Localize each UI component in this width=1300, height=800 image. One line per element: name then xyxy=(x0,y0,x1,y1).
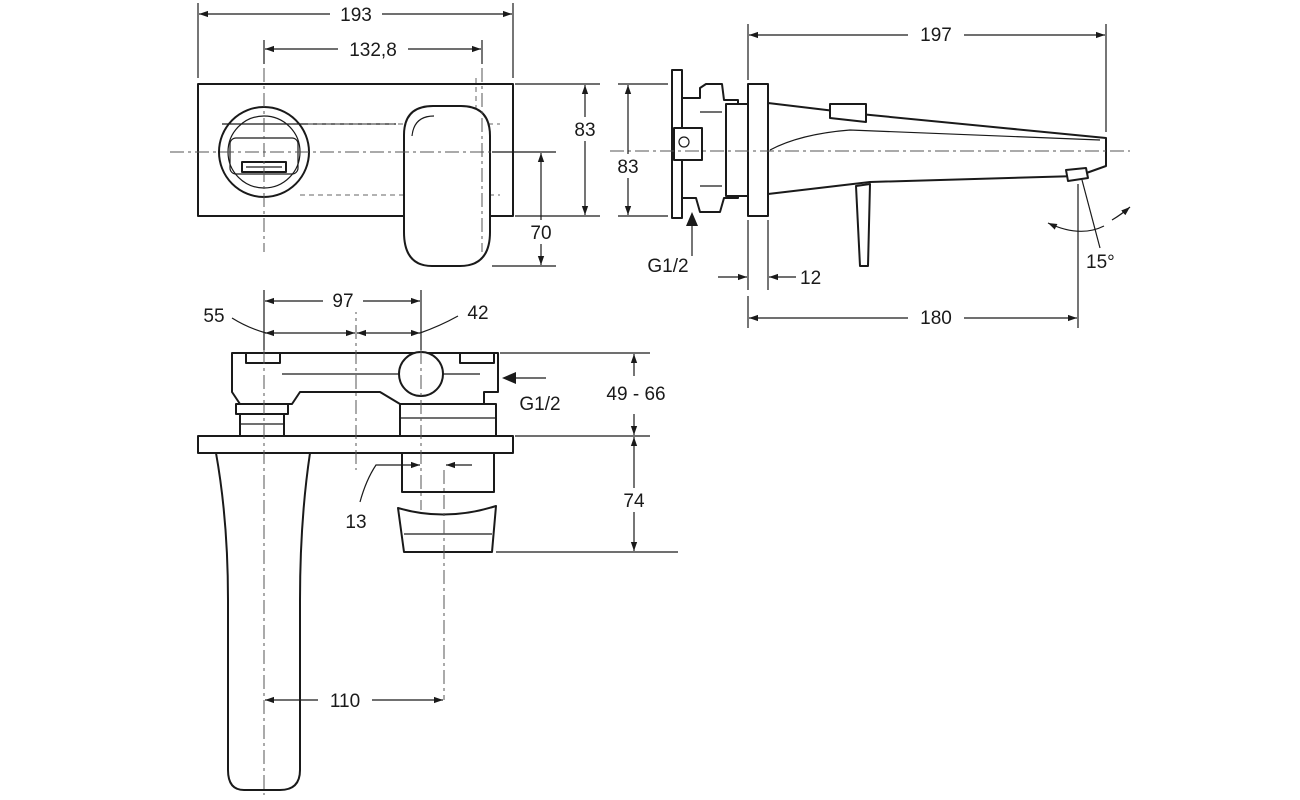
side-view xyxy=(610,69,1130,267)
side-dimensions: 197 83 G1/2 12 180 15° xyxy=(608,22,1131,329)
top-dimensions: 97 55 42 49 - 66 G1/2 74 13 110 xyxy=(203,288,678,712)
dim-side-projection: 180 xyxy=(920,308,952,329)
side-lever xyxy=(829,103,867,123)
side-spout xyxy=(767,102,1107,195)
dim-top-height: 83 xyxy=(574,120,595,141)
side-aerator xyxy=(1065,167,1089,182)
top-view xyxy=(197,300,514,795)
top-spout xyxy=(215,452,311,791)
dim-side-height: 83 xyxy=(617,157,638,178)
dim-side-plate: 12 xyxy=(800,268,821,289)
dim-side-length: 197 xyxy=(920,25,952,46)
dim-bottom-offset: 13 xyxy=(345,512,366,533)
top-lever xyxy=(401,452,495,493)
front-view xyxy=(170,68,528,267)
dim-bottom-right: 42 xyxy=(467,303,488,324)
dim-top-width: 193 xyxy=(340,5,372,26)
dim-bottom-spacing: 97 xyxy=(332,291,353,312)
dim-side-thread: G1/2 xyxy=(647,256,688,277)
dim-bottom-left: 55 xyxy=(203,306,224,327)
dim-spout-angle: 15° xyxy=(1086,252,1115,273)
front-wall-plate xyxy=(197,83,514,217)
dim-top-spacing: 132,8 xyxy=(349,40,397,61)
dim-bottom-outlet: 74 xyxy=(623,491,645,512)
side-wall-plate xyxy=(747,83,769,217)
dim-bottom-spout: 110 xyxy=(330,691,360,712)
front-dimensions: 193 132,8 83 70 xyxy=(197,2,605,267)
dim-spout-height: 70 xyxy=(530,223,551,244)
dim-bottom-thread: G1/2 xyxy=(519,394,560,415)
front-spout xyxy=(403,105,491,267)
dim-bottom-depth: 49 - 66 xyxy=(606,384,665,405)
